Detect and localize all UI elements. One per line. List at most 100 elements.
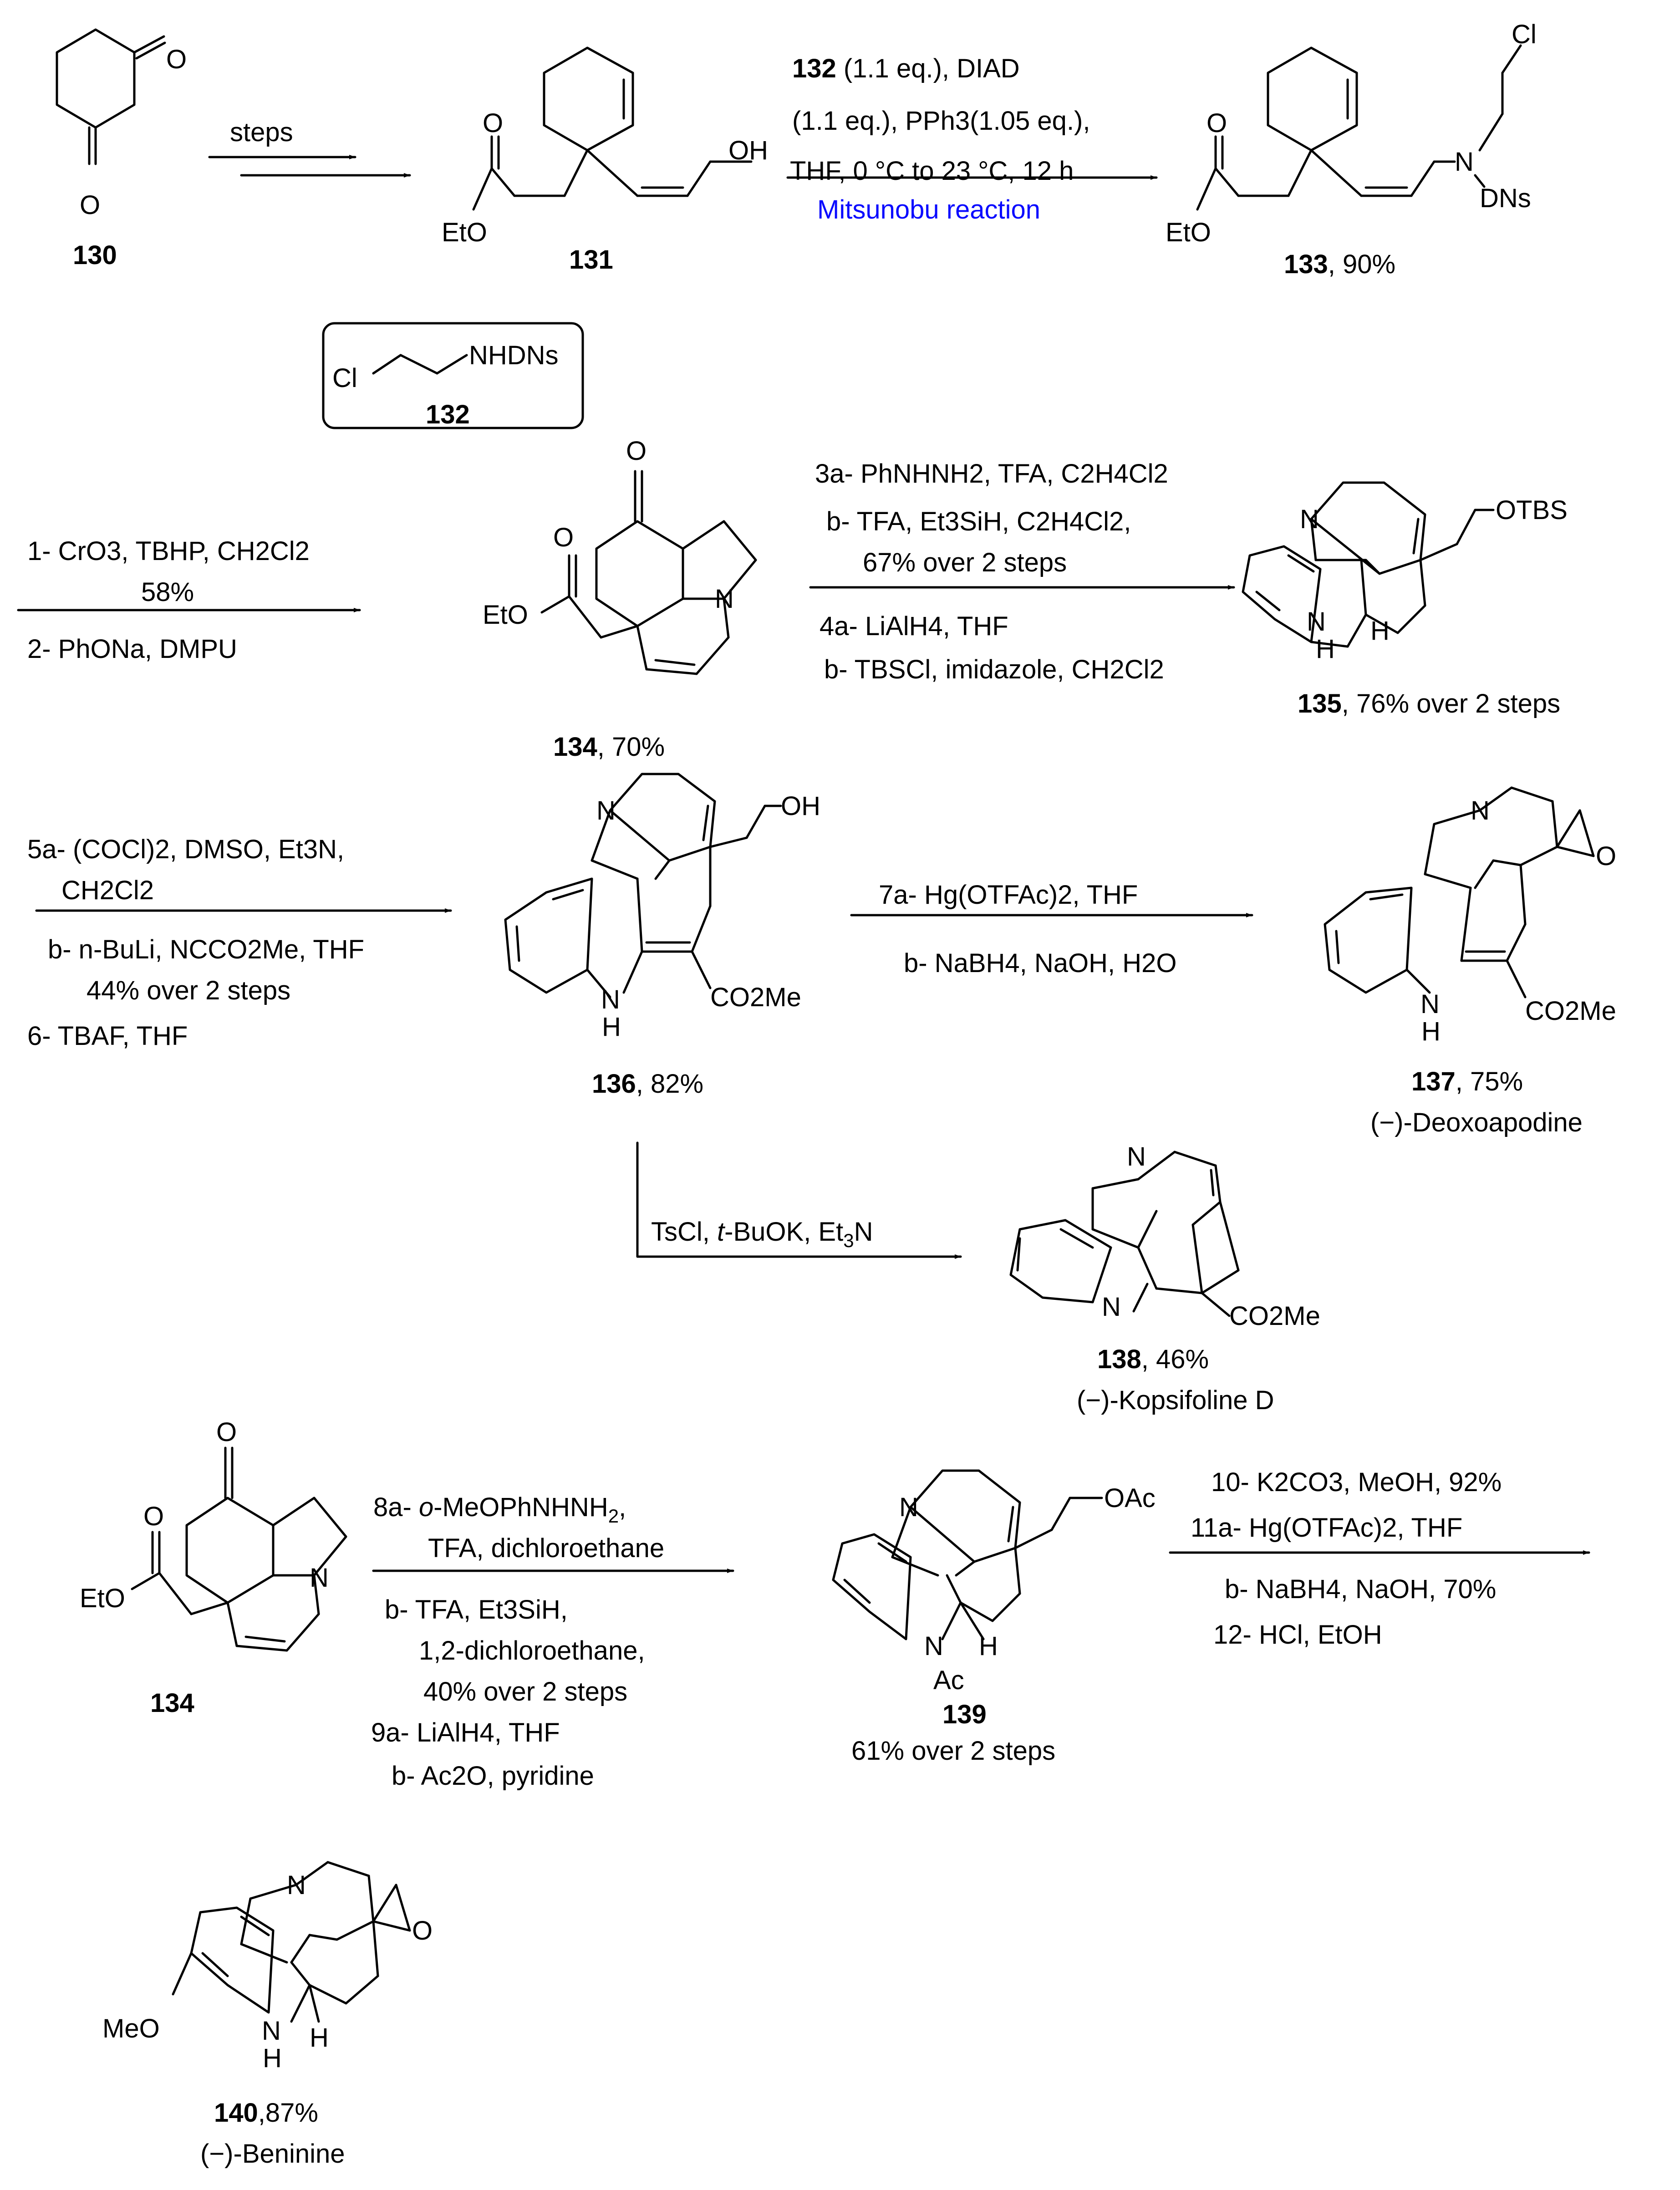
atom-otbs: OTBS — [1496, 495, 1568, 525]
step8-line4: 1,2-dichloroethane, — [419, 1636, 645, 1665]
structure-140 — [172, 1861, 411, 2023]
atom-h: H — [1316, 634, 1335, 664]
atom-co2me: CO2Me — [1229, 1301, 1320, 1331]
compound-number-139: 139 — [942, 1700, 987, 1729]
atom-nh: N — [262, 2016, 281, 2046]
atom-co2me: CO2Me — [710, 983, 801, 1012]
step7-line1: 7a- Hg(OTFAc)2, THF — [879, 880, 1138, 910]
step5-line3: b- n-BuLi, NCCO2Me, THF — [48, 935, 364, 964]
atom-co2me: CO2Me — [1525, 996, 1616, 1026]
atom-eto: EtO — [80, 1584, 125, 1613]
atom-o: O — [80, 190, 100, 220]
step5-line2: CH2Cl2 — [61, 876, 154, 905]
atom-nh: N — [1307, 607, 1326, 637]
step1-line3: 2- PhONa, DMPU — [27, 634, 237, 664]
step8-line5: 40% over 2 steps — [423, 1677, 627, 1706]
atom-ac: Ac — [933, 1665, 964, 1695]
atom-n: N — [287, 1870, 306, 1900]
step5-line4: 44% over 2 steps — [87, 976, 290, 1005]
step5-line1: 5a- (COCl)2, DMSO, Et3N, — [27, 835, 344, 864]
atom-o: O — [412, 1916, 433, 1946]
step8-line1: 8a- o-MeOPhNHNH2, — [373, 1492, 626, 1527]
atom-o: O — [143, 1502, 164, 1531]
compound-number-131: 131 — [569, 245, 613, 275]
structure-132 — [372, 354, 468, 375]
atom-n: N — [715, 584, 734, 614]
atom-o: O — [216, 1417, 237, 1447]
atom-meo: MeO — [102, 2014, 160, 2043]
compound-number-132: 132 — [426, 400, 470, 429]
atom-h: H — [310, 2023, 329, 2052]
compound-number-130: 130 — [73, 240, 117, 270]
atom-n: N — [1300, 504, 1319, 534]
atom-oh: OH — [728, 136, 768, 165]
atom-n: N — [310, 1563, 329, 1593]
step10-line3: b- NaBH4, NaOH, 70% — [1225, 1574, 1496, 1604]
mitsunobu-name: Mitsunobu reaction — [817, 195, 1040, 224]
step10-line2: 11a- Hg(OTFAc)2, THF — [1191, 1513, 1462, 1543]
atom-cl: Cl — [332, 363, 357, 393]
atom-o: O — [626, 436, 647, 466]
compound-label-138: 138, 46% — [1097, 1345, 1209, 1374]
atom-h: H — [979, 1631, 998, 1661]
atom-n: N — [1471, 796, 1490, 825]
compound-yield-139: 61% over 2 steps — [851, 1736, 1055, 1766]
atom-o: O — [553, 523, 574, 552]
mitsunobu-line3: THF, 0 °C to 23 °C, 12 h — [790, 156, 1074, 186]
atom-nh: N — [1420, 989, 1440, 1019]
compound-name-140: (−)-Beninine — [200, 2139, 345, 2169]
atom-h: H — [1370, 616, 1390, 646]
tscl-conditions: TsCl, t-BuOK, Et3N — [651, 1217, 873, 1251]
atom-o: O — [166, 45, 187, 74]
atom-nh: N — [601, 985, 620, 1014]
compound-label-135: 135, 76% over 2 steps — [1298, 689, 1560, 718]
mitsunobu-line2: (1.1 eq.), PPh3(1.05 eq.), — [792, 106, 1090, 136]
compound-label-136: 136, 82% — [592, 1069, 703, 1099]
structure-130 — [56, 28, 166, 165]
atom-cl: Cl — [1512, 20, 1537, 49]
compound-label-137: 137, 75% — [1411, 1067, 1523, 1096]
compound-number-134: 134 — [150, 1688, 194, 1718]
compound-label-140: 140,87% — [214, 2098, 318, 2128]
structure-133 — [1196, 44, 1522, 211]
compound-name-138: (−)-Kopsifoline D — [1077, 1385, 1274, 1415]
step-label: steps — [230, 117, 293, 147]
atom-n: N — [1455, 147, 1474, 177]
step3-line4: 4a- LiAlH4, THF — [820, 611, 1008, 641]
compound-label-134: 134, 70% — [553, 732, 665, 762]
atom-eto: EtO — [1166, 218, 1211, 247]
compound-label-133: 133, 90% — [1284, 250, 1395, 279]
structure-134-b — [131, 1446, 347, 1652]
step8-line6: 9a- LiAlH4, THF — [371, 1718, 560, 1747]
step3-line3: 67% over 2 steps — [863, 548, 1067, 577]
atom-oac: OAc — [1104, 1483, 1156, 1513]
step8-line3: b- TFA, Et3SiH, — [385, 1595, 568, 1625]
atom-eto: EtO — [483, 600, 528, 630]
atom-nhdns: NHDNs — [469, 341, 559, 370]
structure-138 — [1009, 1151, 1240, 1317]
structure-139 — [832, 1469, 1103, 1640]
atom-o: O — [1596, 841, 1616, 871]
atom-h: H — [1421, 1017, 1441, 1046]
step8-line7: b- Ac2O, pyridine — [392, 1761, 594, 1791]
atom-eto: EtO — [442, 218, 487, 247]
compound-name-137: (−)-Deoxoapodine — [1370, 1108, 1583, 1137]
step5-line5: 6- TBAF, THF — [27, 1021, 188, 1051]
step1-line1: 1- CrO3, TBHP, CH2Cl2 — [27, 536, 310, 566]
step3-line5: b- TBSCl, imidazole, CH2Cl2 — [824, 655, 1164, 684]
atom-n: N — [1102, 1292, 1121, 1322]
atom-dns: DNs — [1480, 183, 1531, 213]
atom-n: N — [1127, 1142, 1146, 1171]
structure-134 — [540, 470, 757, 675]
atom-n: N — [924, 1631, 943, 1661]
structure-137 — [1324, 786, 1595, 998]
step10-line4: 12- HCl, EtOH — [1213, 1620, 1382, 1650]
atom-n: N — [899, 1492, 918, 1522]
step8-line2: TFA, dichloroethane — [428, 1533, 664, 1563]
step10-line1: 10- K2CO3, MeOH, 92% — [1211, 1467, 1502, 1497]
mitsunobu-line1: 132 (1.1 eq.), DIAD — [792, 54, 1020, 83]
step3-line1: 3a- PhNHNH2, TFA, C2H4Cl2 — [815, 459, 1168, 489]
step1-line2: 58% — [141, 577, 194, 607]
atom-h: H — [602, 1012, 621, 1042]
